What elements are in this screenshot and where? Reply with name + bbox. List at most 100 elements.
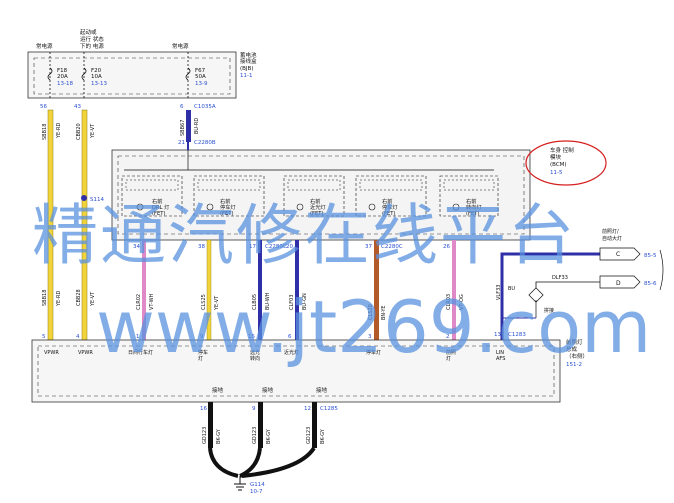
- fuse-1-name: F18: [57, 68, 68, 74]
- pin-34: 34: [133, 244, 140, 250]
- wire-code-clb05: CLB05: [252, 294, 258, 310]
- ground-section: [208, 402, 317, 491]
- fet-5-l2: 转向灯: [466, 203, 482, 211]
- splice-box: [528, 287, 544, 303]
- lin-wire: [500, 252, 600, 340]
- conn-c1285: C1285: [320, 406, 338, 412]
- watermark-line-2: www.jt269.com: [96, 285, 651, 369]
- fet-2-l3: (FET): [220, 211, 233, 217]
- conn-c-ref: 85-5: [644, 253, 657, 259]
- fet-5-l3: (FET): [466, 211, 479, 217]
- gnd-color-3: BK-GY: [320, 428, 326, 444]
- bjb-title-2: 接线盒: [240, 57, 257, 65]
- conn-d-ref: 85-6: [644, 281, 657, 287]
- gnd-pin-16: 16: [200, 406, 207, 412]
- pin-20: 20: [286, 244, 293, 250]
- bcm-title-3: (BCM): [550, 162, 567, 168]
- conn-c-label: C: [616, 251, 620, 258]
- lower-pin-6: 6: [288, 334, 292, 340]
- wire-code-clr03: CLR03: [446, 294, 452, 310]
- wire-color-yerd2: YE-RD: [56, 291, 62, 307]
- lamp-label-low: 近光灯: [284, 349, 299, 356]
- pin-21: 21: [178, 140, 185, 146]
- pin-6: 6: [180, 104, 184, 110]
- pin-26: 26: [443, 244, 450, 250]
- lamp-label-park: 停车灯: [198, 349, 208, 362]
- dlf33-wire: [535, 281, 600, 290]
- gnd-code-1: GD123: [202, 427, 208, 444]
- wire-code-cls20: CLS20: [368, 304, 374, 320]
- conn-d-label: D: [616, 280, 621, 287]
- splice-dot: [81, 195, 87, 201]
- lower-pin-1: 1: [136, 334, 140, 340]
- wire-color-buwh: BU-WH: [265, 292, 271, 310]
- fuse-1-ref: 13-18: [57, 81, 73, 87]
- wire-code-cbb20: CBB20: [76, 123, 82, 140]
- conn-c2280c-2: C2280C: [381, 244, 403, 250]
- fet-1-l2: DRL 灯: [152, 203, 169, 211]
- conn-c2280b: C2280B: [194, 140, 216, 146]
- wire-code-vlf33: VLF33: [496, 285, 502, 300]
- wire-code-clf03: CLF03: [289, 294, 295, 310]
- pin-17: 17: [249, 244, 256, 250]
- bcm-title-2: 模块: [550, 153, 562, 161]
- fuse-2-name: F20: [91, 68, 102, 74]
- headlamp-box: [31, 339, 561, 403]
- wire-color-burd: BU-RD: [194, 118, 200, 134]
- power-label-2a: 起动或: [80, 28, 97, 36]
- lamp-label-park2: 停车灯: [366, 349, 381, 356]
- fet-2-l1: 右前: [220, 197, 230, 205]
- wire-code-cbb28: CBB28: [76, 289, 82, 306]
- fuse-group: F18 20A 13-18 F20 10A 13-13 F67 50A 13-9: [47, 52, 208, 98]
- bjb-inner-dashed: [33, 57, 231, 95]
- fet-3-l3: (FET): [310, 211, 323, 217]
- bjb-title-3: (BJB): [240, 66, 253, 72]
- gnd-pin-12: 12: [304, 406, 311, 412]
- splice-label: 拼接: [544, 307, 554, 314]
- lamp-title-1: 前照灯: [566, 338, 583, 346]
- fet-4-l1: 右前: [382, 197, 392, 205]
- pin-4: 4: [76, 334, 80, 340]
- lamp-label-drl: 日间行车灯: [128, 349, 153, 356]
- headlamp-inner-dashed: [37, 345, 555, 397]
- wire-color-yevt3: YE-VT: [90, 291, 96, 307]
- splice-s114: S114: [90, 197, 104, 203]
- ground-g114: G114: [250, 482, 265, 488]
- gnd-code-2: GD123: [252, 427, 258, 444]
- gnd-color-1: BK-GY: [216, 428, 222, 444]
- headlamp-label-1: 前照灯/: [602, 228, 619, 235]
- pin-38: 38: [198, 244, 205, 250]
- gnd-label-2: 接地: [262, 386, 274, 394]
- pin-56: 56: [40, 104, 47, 110]
- lamp-label-head: 前照灯: [446, 349, 456, 362]
- fet-5-l1: 右前: [466, 197, 476, 205]
- fet-3-l1: 右前: [310, 197, 320, 205]
- gnd-pin-9: 9: [252, 406, 256, 412]
- ground-ref: 10-7: [250, 489, 263, 495]
- wire-color-vtog: VT-OG: [459, 294, 465, 310]
- bcm-ref: 11-5: [550, 170, 563, 176]
- wire-code-clr02: CLR02: [136, 294, 142, 310]
- power-label-1: 常电源: [36, 42, 53, 50]
- fuse-3-rating: 50A: [195, 74, 206, 80]
- fuse-2-rating: 10A: [91, 74, 102, 80]
- fet-1-l3: (FET): [152, 211, 165, 217]
- wire-code-sbb18: SBB18: [42, 124, 48, 140]
- conn-c-group: C 85-5: [599, 247, 657, 261]
- power-label-2b: 运行 状态: [80, 35, 104, 43]
- lamp-ref: 151-2: [566, 362, 582, 368]
- fuse-3-ref: 13-9: [195, 81, 208, 87]
- fet-4-l3: (FET): [382, 211, 395, 217]
- bcm-highlight-ellipse: [525, 140, 607, 186]
- headlamp-label-2: 自动大灯: [602, 235, 622, 242]
- fet-4-l2: 停车灯: [382, 203, 398, 211]
- dlf33-label: DLF33: [552, 275, 568, 281]
- wire-color-yevt: YE-VT: [90, 123, 96, 139]
- fet-2-l2: 停车灯: [220, 203, 236, 211]
- wire-code-sbb67: SBB67: [180, 120, 186, 136]
- conn-c2280c-1: C2280C: [265, 244, 287, 250]
- bcm-inner-dashed: [117, 155, 525, 235]
- lamp-label-vpwr2: VPWR: [78, 350, 93, 356]
- lower-pin-13: 13: [494, 332, 501, 338]
